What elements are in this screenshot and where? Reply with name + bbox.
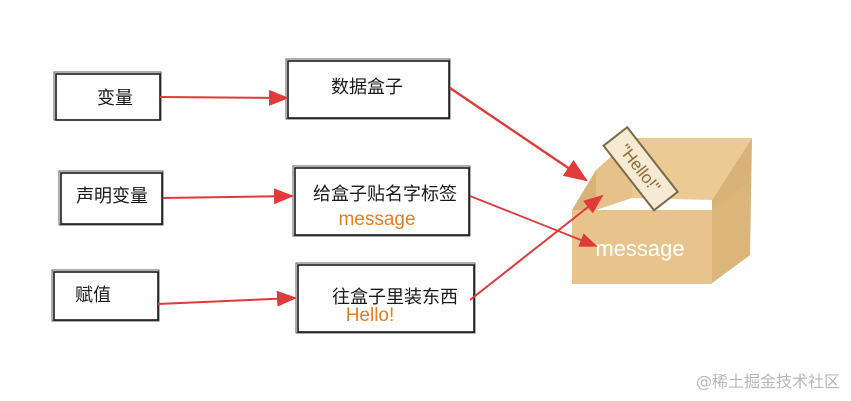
left-box-assign: 赋值 (51, 269, 160, 322)
middle-box-label-text: 给盒子贴名字标签 (313, 184, 457, 205)
left-box-variable: 变量 (53, 71, 162, 121)
left-box-assign-label: 赋值 (75, 285, 111, 306)
middle-box-fill-sub: Hello! (346, 305, 395, 326)
crate-icon (572, 138, 752, 284)
left-box-declare-label: 声明变量 (76, 186, 148, 207)
left-box-variable-label: 变量 (97, 88, 133, 109)
left-box-declare: 声明变量 (58, 170, 164, 226)
arrow-label-to-crate (469, 195, 598, 247)
middle-box-data-label: 数据盒子 (331, 77, 403, 98)
arrow-variable-to-data (159, 89, 289, 106)
middle-box-fill-text: 往盒子里装东西 (332, 287, 458, 308)
crate-label: message (595, 236, 684, 261)
middle-box-fill: 往盒子里装东西 Hello! (295, 262, 476, 334)
arrow-data-to-crate (449, 87, 588, 182)
watermark: @稀土掘金技术社区 (696, 372, 840, 391)
arrow-declare-to-label (162, 188, 294, 205)
middle-box-label-sub: message (338, 209, 415, 230)
middle-box-data: 数据盒子 (285, 58, 451, 120)
arrow-assign-to-fill (157, 290, 297, 307)
arrow-fill-to-crate (469, 194, 604, 301)
middle-box-label: 给盒子贴名字标签 message (292, 165, 471, 237)
